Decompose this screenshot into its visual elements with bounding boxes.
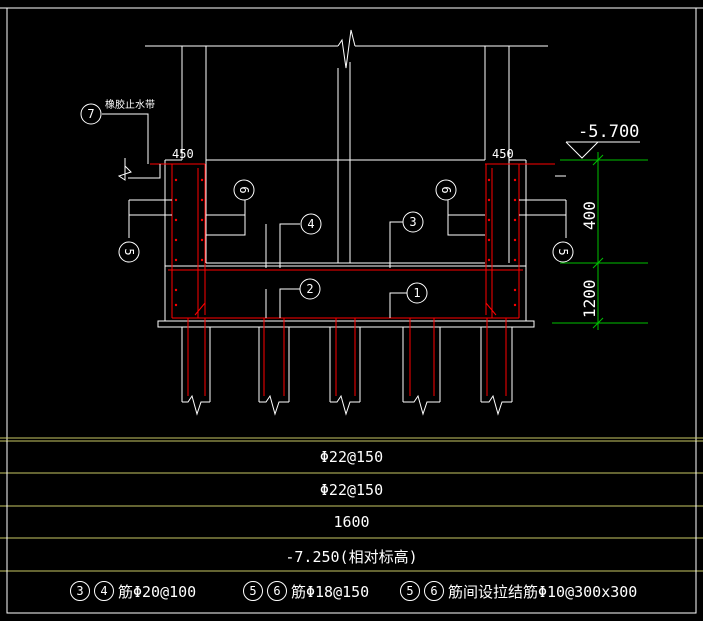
legend-3-num-a: 5 bbox=[400, 581, 420, 601]
piles bbox=[181, 327, 513, 416]
callout-3 bbox=[402, 211, 424, 233]
dimension-lines bbox=[552, 152, 648, 330]
legend-item-2: 5 6 筋Φ18@150 bbox=[243, 575, 369, 607]
dim-450-right: 450 bbox=[492, 147, 514, 161]
legend-1-num-a: 3 bbox=[70, 581, 90, 601]
legend-3-text: 筋间设拉结筋Φ10@300x300 bbox=[448, 582, 638, 601]
callout-6-right-label: 6 bbox=[439, 186, 453, 193]
callout-4 bbox=[300, 213, 322, 235]
rebar-dots bbox=[174, 178, 517, 307]
callout-1 bbox=[406, 282, 428, 304]
callout-5-left-label: 5 bbox=[122, 248, 136, 255]
legend-3-num-b: 6 bbox=[424, 581, 444, 601]
callout-5-right-label: 5 bbox=[556, 248, 570, 255]
leader-lines bbox=[102, 113, 567, 318]
legend-2-num-a: 5 bbox=[243, 581, 263, 601]
dim-450-left: 450 bbox=[172, 147, 194, 161]
legend-2-text: 筋Φ18@150 bbox=[291, 582, 370, 601]
rebar bbox=[150, 163, 555, 396]
table-row-1: Φ22@150 bbox=[319, 448, 384, 466]
wall-outlines bbox=[157, 46, 535, 328]
callout-2-label: 2 bbox=[306, 282, 313, 296]
table-row-4: -7.250(相对标高) bbox=[285, 548, 418, 566]
legend-item-1: 3 4 筋Φ20@100 bbox=[70, 575, 196, 607]
callout-6-right bbox=[435, 179, 457, 201]
legend-1-num-b: 4 bbox=[94, 581, 114, 601]
callout-4-label: 4 bbox=[307, 217, 314, 231]
table-grid bbox=[0, 437, 703, 572]
elevation-top: -5.700 bbox=[578, 122, 639, 142]
elevation-marker bbox=[565, 141, 640, 159]
legend-item-3: 5 6 筋间设拉结筋Φ10@300x300 bbox=[400, 575, 637, 607]
callout-1-label: 1 bbox=[413, 286, 420, 300]
top-break-line bbox=[145, 29, 548, 69]
callout-5-right bbox=[552, 241, 574, 263]
callout-6-left-label: 6 bbox=[237, 186, 251, 193]
table-row-2: Φ22@150 bbox=[319, 481, 384, 499]
label-7-text: 橡胶止水带 bbox=[105, 98, 155, 111]
callout-7 bbox=[80, 103, 102, 125]
dim-1200: 1200 bbox=[580, 279, 599, 318]
legend-1-text: 筋Φ20@100 bbox=[118, 582, 197, 601]
callout-5-left bbox=[118, 241, 140, 263]
callout-3-label: 3 bbox=[409, 215, 416, 229]
callout-6-left bbox=[233, 179, 255, 201]
table-row-3: 1600 bbox=[333, 513, 370, 531]
callout-7-label: 7 bbox=[87, 107, 94, 121]
callout-circles bbox=[80, 103, 574, 304]
dim-400: 400 bbox=[580, 201, 599, 230]
callout-2 bbox=[299, 278, 321, 300]
legend-2-num-b: 6 bbox=[267, 581, 287, 601]
